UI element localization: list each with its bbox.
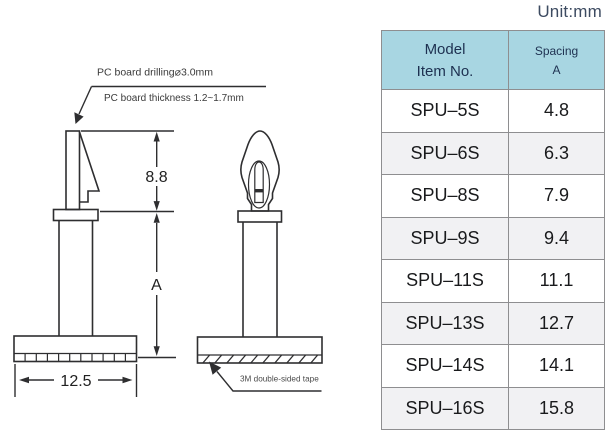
model-cell: SPU–11S <box>382 259 508 302</box>
annotation-tape: 3M double-sided tape <box>209 361 322 392</box>
snap-head <box>240 130 280 212</box>
base-front <box>196 336 323 364</box>
model-cell: SPU–6S <box>382 131 508 174</box>
clip-post <box>65 130 81 211</box>
annotation-drilling: PC board drilling⌀3.0mm PC board thickne… <box>74 67 266 124</box>
header-model-line1: Model <box>424 40 466 58</box>
spacing-cell: 14.1 <box>508 344 604 387</box>
spacing-cell: 15.8 <box>508 386 604 429</box>
dimension-clip-height: 8.8 <box>81 130 174 213</box>
leader-arrowhead <box>74 112 84 124</box>
model-cell: SPU–16S <box>382 386 508 429</box>
dim-a-label: A <box>151 277 162 294</box>
drilling-note-label: PC board drilling⌀3.0mm <box>97 67 213 79</box>
spacer-drawing: PC board drilling⌀3.0mm PC board thickne… <box>13 67 323 397</box>
collar-front <box>237 210 283 223</box>
model-cell: SPU–5S <box>382 89 508 132</box>
table-header-spacing: Spacing A <box>508 31 604 89</box>
header-spacing-line1: Spacing <box>534 43 579 58</box>
spacing-cell: 7.9 <box>508 174 604 217</box>
thickness-note-label: PC board thickness 1.2~1.7mm <box>104 93 244 104</box>
front-view <box>196 130 323 364</box>
model-cell: SPU–9S <box>382 216 508 259</box>
header-spacing-line2: A <box>552 62 561 77</box>
table-header-model: Model Item No. <box>382 31 508 89</box>
tape-note-label: 3M double-sided tape <box>240 375 319 384</box>
unit-label: Unit:mm <box>537 2 602 21</box>
spacing-table: Model Item No. Spacing A SPU–5S 4.8 SPU–… <box>381 30 605 430</box>
spacing-cell: 11.1 <box>508 259 604 302</box>
spacing-cell: 4.8 <box>508 89 604 132</box>
side-view <box>13 130 138 363</box>
model-cell: SPU–8S <box>382 174 508 217</box>
base <box>13 335 138 363</box>
header-model-line2: Item No. <box>416 62 474 80</box>
tape-hatch-left <box>24 353 127 362</box>
dim-8-8-label: 8.8 <box>145 169 167 186</box>
spacing-cell: 9.4 <box>508 216 604 259</box>
spacing-cell: 12.7 <box>508 301 604 344</box>
snap-head-catch <box>254 189 264 193</box>
dim-12-5-label: 12.5 <box>60 373 91 390</box>
collar <box>52 208 99 222</box>
snap-head-wing-outline <box>247 160 271 209</box>
dimension-spacing-a: A <box>138 213 176 359</box>
clip-barb <box>78 131 101 203</box>
tape-hatch-right <box>202 354 318 364</box>
tape-arrowhead <box>209 361 222 375</box>
dimension-base-width: 12.5 <box>14 364 138 397</box>
spacing-cell: 6.3 <box>508 131 604 174</box>
model-cell: SPU–14S <box>382 344 508 387</box>
model-cell: SPU–13S <box>382 301 508 344</box>
snap-head-slot <box>254 161 264 204</box>
